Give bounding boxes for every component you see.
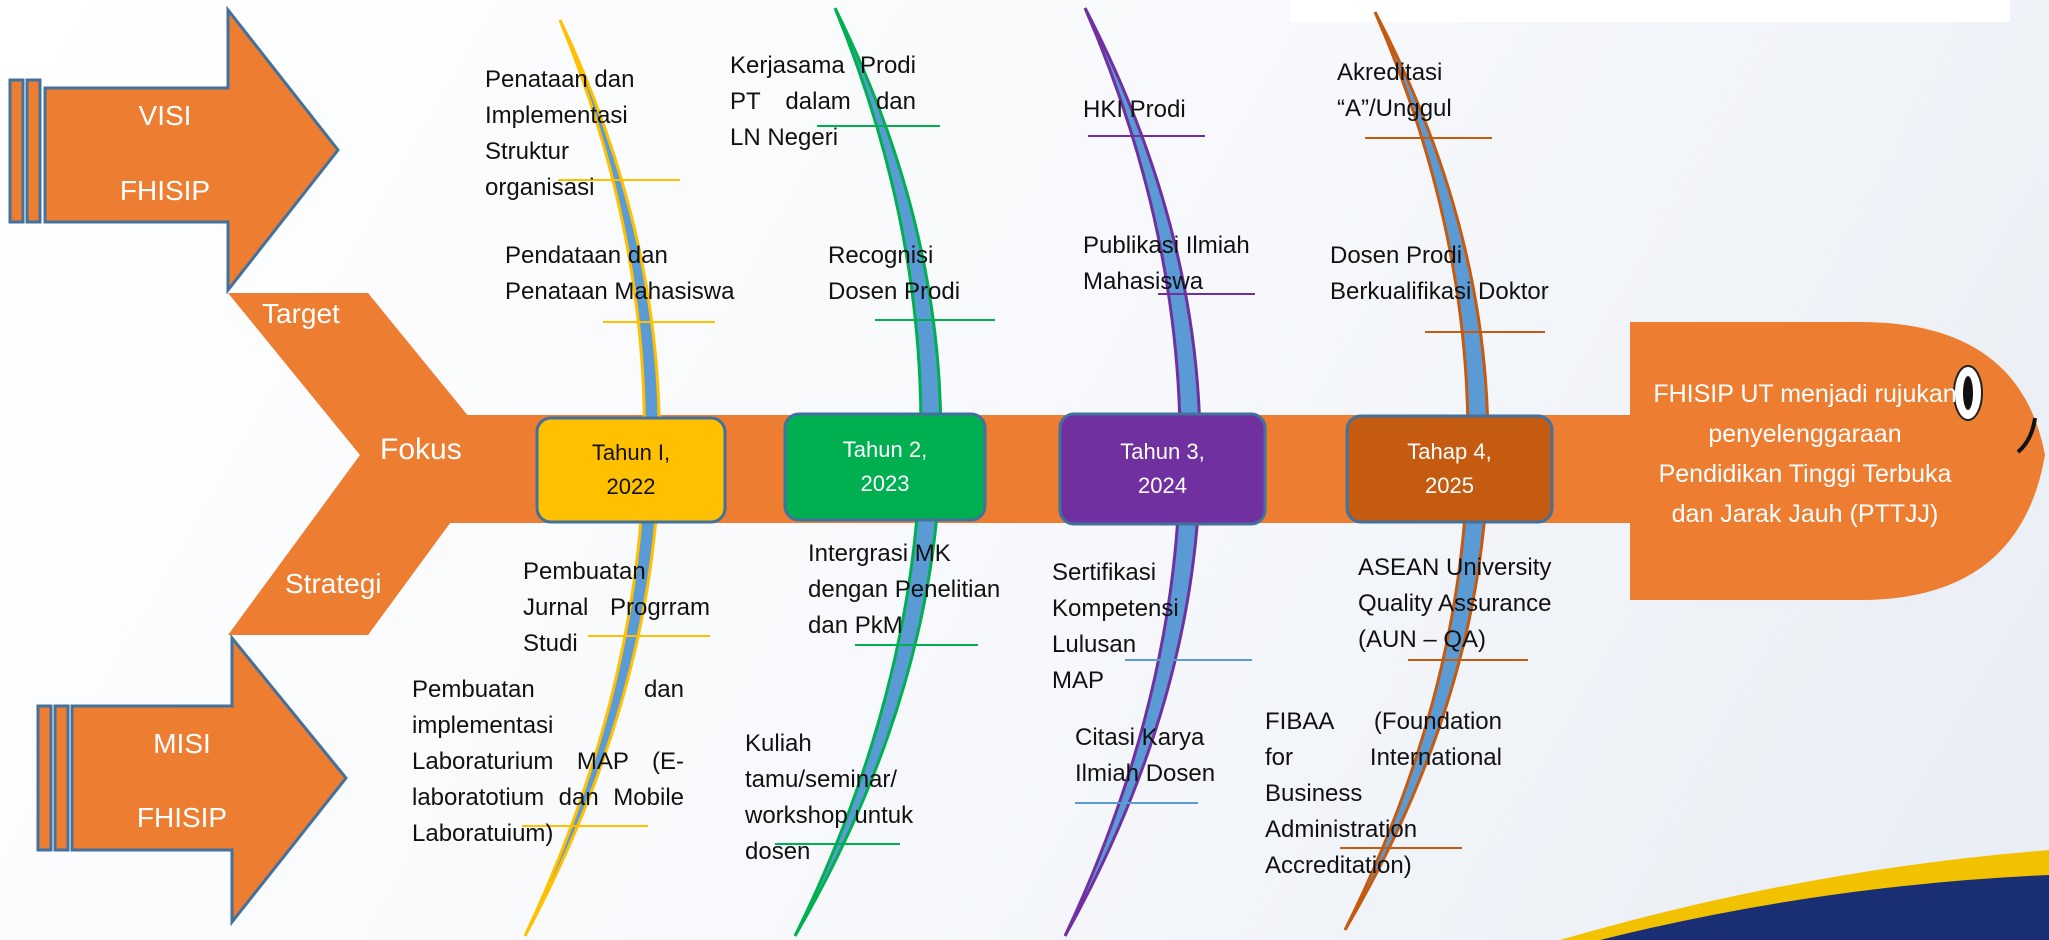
y2-top1-text: Kerjasama Prodi PT dalam dan LN Negeri xyxy=(730,52,916,151)
y1-bot2-text: Pembuatan dan implementasi Laboraturium … xyxy=(412,676,684,847)
milestone-box-2 xyxy=(783,412,987,522)
y3-top1-text: HKI Prodi xyxy=(1083,96,1186,123)
y3-bot2-text: Citasi Karya Ilmiah Dosen xyxy=(1075,724,1216,787)
fish-head xyxy=(1630,322,2045,600)
y2-top2-text: Recognisi Dosen Prodi xyxy=(828,242,961,305)
milestone-box-1 xyxy=(535,416,727,524)
visi-arrow xyxy=(43,5,340,295)
visi-label: VISI xyxy=(138,100,192,131)
top-white-band xyxy=(1290,0,2010,22)
milestone-box-4 xyxy=(1345,414,1554,524)
corner-swoosh-navy xyxy=(1600,875,2049,940)
y2-bot2-text: Kuliah tamu/seminar/ workshop untuk dose… xyxy=(745,730,914,865)
milestone-box-3 xyxy=(1058,412,1267,526)
misi-bar-2 xyxy=(53,704,70,852)
target-label: Target xyxy=(262,298,340,329)
visi-sublabel: FHISIP xyxy=(119,175,211,206)
y4-top2-text: Dosen Prodi Berkualifikasi Doktor xyxy=(1330,242,1549,305)
y4-top1-text: Akreditasi “A”/Unggul xyxy=(1337,59,1452,122)
visi-bar-2 xyxy=(25,78,42,224)
fokus-label: Fokus xyxy=(380,433,462,466)
y4-bot2-text: FIBAA (Foundation for International Busi… xyxy=(1265,708,1502,879)
head-goal-text: FHISIP UT menjadi rujukan penyelenggaraa… xyxy=(1653,380,1957,528)
misi-label: MISI xyxy=(153,728,211,759)
rib-arc-2 xyxy=(793,7,943,937)
y1-top2-text: Pendataan dan Penataan Mahasiswa xyxy=(505,242,735,305)
misi-sublabel: FHISIP xyxy=(136,802,228,833)
strategi-label: Strategi xyxy=(285,568,382,599)
y2-bot1-text: Intergrasi MK dengan Penelitian dan PkM xyxy=(808,540,1001,639)
y3-bot1-text: Sertifikasi Kompetensi Lulusan MAP xyxy=(1052,559,1179,694)
misi-arrow xyxy=(70,633,348,927)
fish-pupil xyxy=(1963,376,1973,410)
y4-bot1-text: ASEAN University Quality Assurance (AUN … xyxy=(1358,554,1552,653)
fish-mouth xyxy=(2016,417,2037,454)
rib-arc-1 xyxy=(523,19,661,937)
visi-bar-1 xyxy=(8,78,25,224)
milestone-label-2: Tahun 2, 2023 xyxy=(842,437,928,496)
rib-arc-3 xyxy=(1063,7,1202,937)
chevron xyxy=(228,293,500,635)
milestone-label-1: Tahun I, 2022 xyxy=(591,440,671,499)
milestone-label-4: Tahap 4, 2025 xyxy=(1407,439,1492,498)
y1-bot1-text: Pembuatan Jurnal Progrram Studi xyxy=(523,558,710,657)
y3-top2-text: Publikasi Ilmiah Mahasiswa xyxy=(1083,232,1250,295)
rib-arc-4 xyxy=(1343,11,1490,931)
misi-bar-1 xyxy=(36,704,53,852)
y1-top1-text: Penataan dan Implementasi Struktur organ… xyxy=(485,66,635,201)
milestone-label-3: Tahun 3, 2024 xyxy=(1120,439,1205,498)
